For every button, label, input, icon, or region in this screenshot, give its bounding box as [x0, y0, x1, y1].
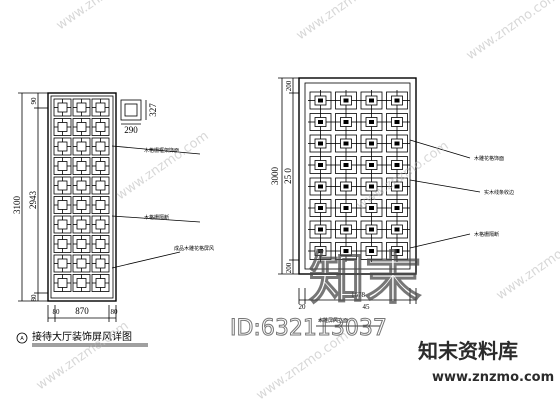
detail-height: 327 — [148, 103, 158, 117]
lattice-cell-inner — [76, 180, 87, 191]
caption-symbol — [16, 332, 28, 344]
lattice-cell-inner — [57, 102, 68, 113]
right-callout-3: 木格栅隔断 — [474, 231, 499, 238]
left-bottom-margin: 80 — [30, 294, 38, 302]
lattice-cell-inner — [95, 102, 106, 113]
left-screen-inner-frame — [50, 95, 114, 299]
lattice-cell-inner — [76, 102, 87, 113]
watermark-site-diagonal: www.znzmo.com — [464, 0, 560, 63]
lattice-cell-inner — [76, 239, 87, 249]
right-bottom-margin: 200 — [285, 262, 293, 273]
lattice-cell-inner — [95, 278, 106, 288]
right-screen-inner-frame — [304, 82, 411, 270]
right-callout-2: 实木线条收边 — [484, 189, 514, 196]
watermark-site-diagonal: www.znzmo.com — [494, 228, 560, 303]
left-caption: 接待大厅装饰屏风详图 — [32, 330, 132, 343]
lattice-cell-inner — [95, 141, 106, 152]
lattice-cell-inner — [76, 278, 87, 288]
lattice-cell-inner — [76, 141, 87, 152]
lattice-cell-inner — [95, 180, 106, 191]
watermark-site-diagonal: www.znzmo.com — [114, 128, 212, 203]
lattice-cell-inner — [95, 258, 106, 269]
lattice-cell-inner — [76, 258, 87, 269]
watermark-site: www.znzmo.com — [432, 370, 554, 385]
caption-number: A — [20, 336, 24, 342]
right-lattice-grid — [308, 90, 410, 262]
lattice-cell-inner — [57, 141, 68, 152]
lattice-cell-inner — [57, 180, 68, 191]
lattice-cell-inner — [57, 258, 68, 269]
watermark-brand: 知末资料库 — [418, 339, 518, 363]
left-callout-1: 木格栅框架饰面 — [144, 147, 179, 154]
detail-square-outer — [120, 99, 142, 121]
lattice-cell-inner — [76, 122, 87, 132]
right-screen-elevation: 3000 200 25 0 200 20 1678 45 木雕花格饰面 实木线条… — [270, 77, 514, 327]
left-total-height: 3100 — [12, 196, 22, 215]
lattice-cell-inner — [95, 200, 106, 210]
watermark-site-diagonal: www.znzmo.com — [294, 0, 392, 43]
right-total-height: 3000 — [270, 167, 280, 186]
right-middle-height: 25 0 — [283, 168, 293, 184]
lattice-cell-inner — [76, 219, 87, 230]
watermark-site-diagonal: www.znzmo.com — [354, 138, 452, 213]
left-screen-elevation: 3100 2943 90 80 80 870 80 290 327 木格栅框架饰… — [12, 92, 214, 347]
lattice-cell-inner — [95, 122, 106, 132]
lattice-cell-inner — [76, 161, 87, 171]
left-bottom-right-margin: 80 — [111, 308, 119, 316]
left-lattice-grid — [53, 98, 110, 292]
watermark-logo-text: 知末 — [309, 247, 421, 312]
lattice-cell-inner — [57, 122, 68, 132]
watermark-site-diagonal: www.znzmo.com — [54, 0, 152, 33]
lattice-cell-inner — [95, 219, 106, 230]
right-bottom-label: 木雕屏风立面 — [318, 317, 348, 324]
right-width-label: 1678 — [351, 291, 366, 299]
right-top-margin: 200 — [285, 80, 293, 91]
left-inner-height: 2943 — [28, 191, 38, 210]
lattice-cell-inner — [95, 239, 106, 249]
right-bottom-left-dim: 20 — [299, 303, 307, 311]
lattice-cell-inner — [95, 161, 106, 171]
left-screen-frame — [47, 92, 117, 302]
lattice-cell-inner — [57, 278, 68, 288]
lattice-cell-inner — [76, 200, 87, 210]
watermark-id: ID:632113037 — [230, 316, 387, 341]
right-callout-1: 木雕花格饰面 — [474, 155, 504, 162]
lattice-cell-inner — [57, 219, 68, 230]
left-callout-2: 木格栅隔断 — [144, 214, 169, 221]
lattice-cell-inner — [57, 161, 68, 171]
lattice-cell-inner — [57, 200, 68, 210]
left-width: 870 — [75, 306, 89, 316]
detail-width: 290 — [124, 125, 138, 135]
left-callout-3: 成品木雕花格屏风 — [174, 245, 214, 252]
left-top-margin: 90 — [30, 97, 38, 105]
right-screen-frame — [298, 77, 417, 275]
watermark-site-diagonal: www.znzmo.com — [34, 318, 132, 393]
right-bottom-dim-a: 45 — [363, 303, 371, 311]
lattice-cell-inner — [57, 239, 68, 249]
left-bottom-left-margin: 80 — [53, 308, 61, 316]
detail-square-inner — [124, 103, 138, 117]
